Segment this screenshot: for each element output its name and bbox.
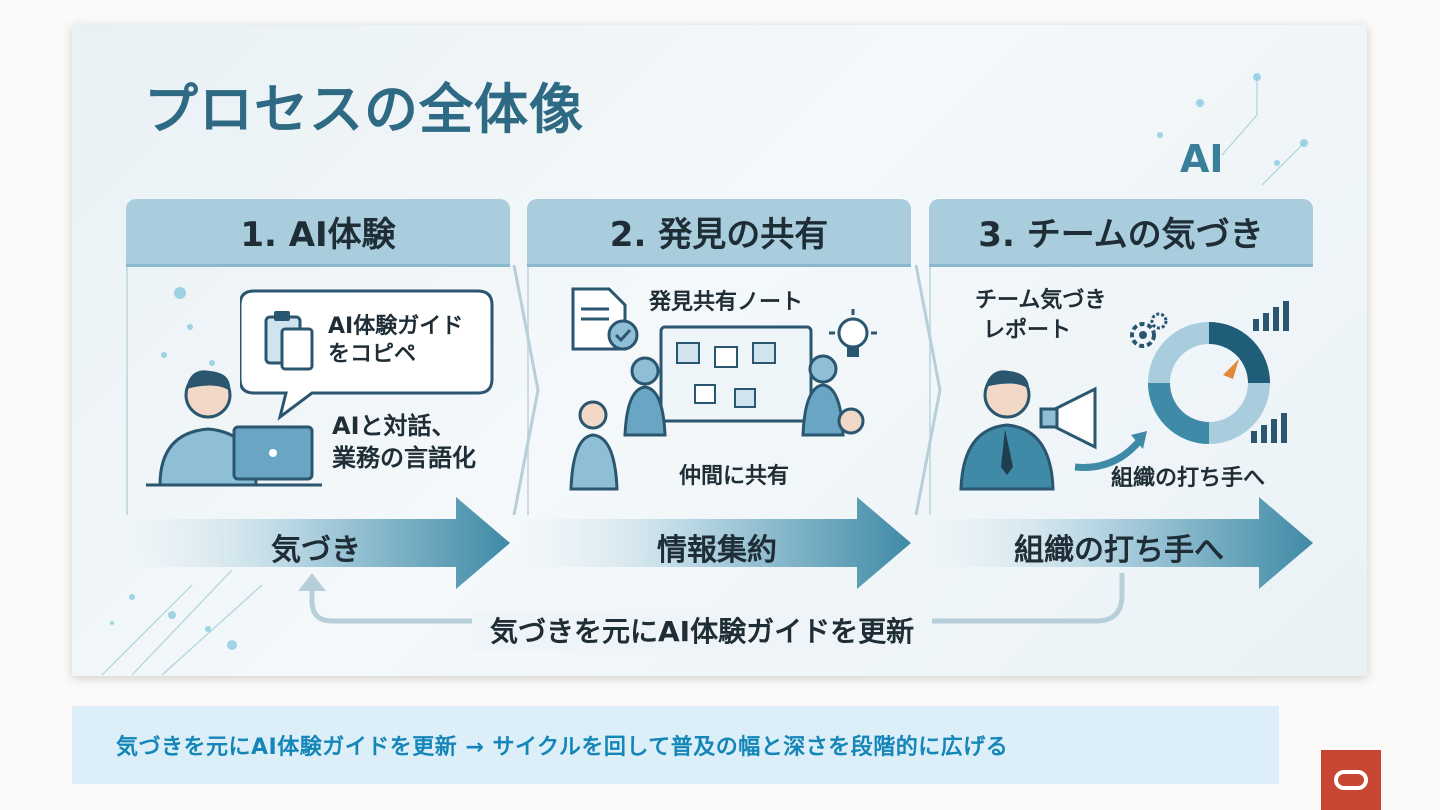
- report-title-line-1: チーム気づき: [975, 288, 1107, 313]
- speech-bubble-icon: [240, 289, 494, 421]
- megaphone-person-icon: [959, 370, 1147, 491]
- panel-share-findings: 2. 発見の共有 発見共有ノート: [527, 199, 911, 515]
- panel-team-insights: 3. チームの気づき チーム気づき レポート: [929, 199, 1313, 515]
- clipboard-icon: [264, 311, 314, 371]
- note-title: 発見共有ノート: [649, 290, 804, 315]
- decorative-circuit-icon: [101, 73, 1308, 676]
- donut-chart-icon: [1148, 322, 1270, 444]
- panel-ai-experience: 1. AI体験 AI体験ガイド をコピペ AIと対話、 業務の言語化: [126, 199, 510, 515]
- body-text-line-2: 業務の言語化: [332, 444, 476, 472]
- report-title-line-2: レポート: [983, 318, 1072, 343]
- lightbulb-icon: [829, 309, 877, 357]
- bubble-text-line-1: AI体験ガイド: [328, 314, 464, 339]
- panel-body: チーム気づき レポート: [929, 267, 1313, 515]
- panel-header: 2. 発見の共有: [527, 199, 911, 267]
- caption-text: 気づきを元にAI体験ガイドを更新 → サイクルを回して普及の幅と深さを段階的に広…: [116, 735, 1009, 760]
- page-title: プロセスの全体像: [144, 78, 584, 141]
- body-text: 組織の打ち手へ: [1111, 466, 1266, 491]
- body-text-line-1: AIと対話、: [332, 412, 456, 440]
- summary-caption: 気づきを元にAI体験ガイドを更新 → サイクルを回して普及の幅と深さを段階的に広…: [72, 706, 1279, 784]
- panel-header: 3. チームの気づき: [929, 199, 1313, 267]
- arrow-label-3: 組織の打ち手へ: [1014, 533, 1224, 568]
- flow-arrow-1: [126, 497, 510, 589]
- loop-label: 気づきを元にAI体験ガイドを更新: [472, 610, 933, 650]
- flow-arrow-2: [527, 497, 911, 589]
- chevron-right-icon: [914, 265, 942, 515]
- flow-arrow-3: [929, 497, 1313, 589]
- brand-ring: [1334, 770, 1368, 790]
- bar-chart-icon: [1251, 413, 1287, 443]
- person-laptop-icon: [146, 370, 322, 487]
- panel-body: AI体験ガイド をコピペ AIと対話、 業務の言語化: [126, 267, 510, 515]
- ai-logo: AI: [1180, 137, 1224, 181]
- arrow-label-1: 気づき: [271, 533, 361, 568]
- panel-header: 1. AI体験: [126, 199, 510, 267]
- bar-chart-icon: [1253, 301, 1289, 331]
- brand-logo-icon: [1321, 750, 1381, 810]
- panel-body: 発見共有ノート: [527, 267, 911, 515]
- team-board-icon: [569, 325, 865, 491]
- chevron-right-icon: [512, 265, 540, 515]
- document-check-icon: [571, 287, 639, 351]
- bubble-text-line-2: をコピペ: [328, 342, 417, 367]
- body-text: 仲間に共有: [679, 464, 790, 489]
- arrow-label-2: 情報集約: [657, 533, 777, 568]
- gear-icon: [1130, 312, 1168, 348]
- process-overview-slide: プロセスの全体像 AI 1. AI体験 AI体験ガイド をコピペ: [72, 25, 1367, 676]
